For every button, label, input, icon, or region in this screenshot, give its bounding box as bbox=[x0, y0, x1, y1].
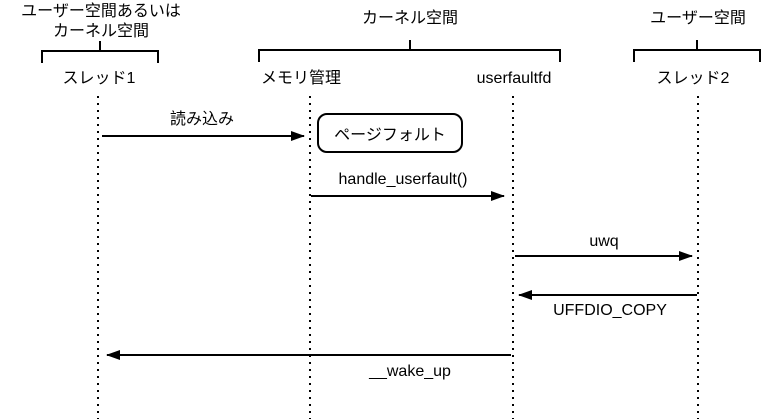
message-label-handle-userfault: handle_userfault() bbox=[338, 171, 468, 188]
lifeline-label-thread2: スレッド2 bbox=[656, 70, 730, 87]
message-label-uffdio-copy: UFFDIO_COPY bbox=[553, 302, 667, 319]
lifeline-label-memory-management: メモリ管理 bbox=[260, 70, 341, 87]
group-label-kernel-space: カーネル空間 bbox=[361, 10, 458, 27]
group-label-user-or-kernel-space: ユーザー空間あるいは カーネル空間 bbox=[10, 2, 192, 42]
note-page-fault: ページフォルト bbox=[317, 113, 463, 153]
message-label-uwq: uwq bbox=[589, 233, 619, 250]
group-bracket-user-or-kernel-space bbox=[41, 41, 159, 63]
message-label-read: 読み込み bbox=[169, 111, 234, 128]
lifeline-label-userfaultfd: userfaultfd bbox=[476, 70, 552, 87]
group-bracket-kernel-space bbox=[258, 40, 561, 62]
group-label-user-space: ユーザー空間 bbox=[650, 10, 746, 27]
lifeline-label-thread1: スレッド1 bbox=[62, 70, 136, 87]
message-label-wake-up: __wake_up bbox=[369, 363, 451, 380]
group-label-line: カーネル空間 bbox=[52, 23, 149, 40]
group-bracket-user-space bbox=[633, 40, 761, 62]
group-label-line: ユーザー空間あるいは bbox=[21, 3, 181, 20]
